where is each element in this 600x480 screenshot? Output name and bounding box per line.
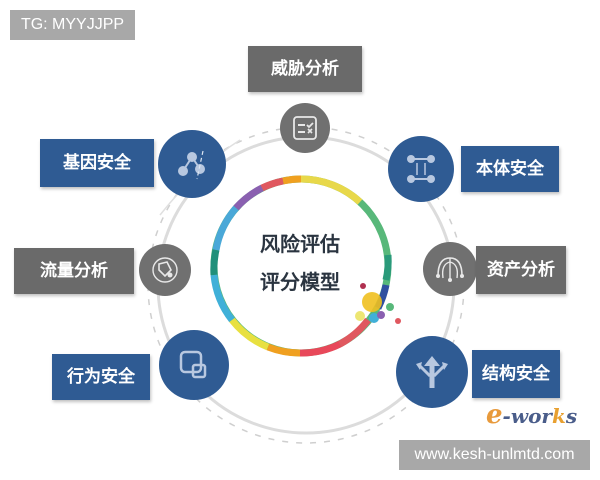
branch-arrows-icon xyxy=(416,356,448,388)
label-ontology-security: 本体安全 xyxy=(461,146,559,192)
node-ontology-security[interactable] xyxy=(388,136,454,202)
label-asset-analysis: 资产分析 xyxy=(476,246,566,294)
network-dome-icon xyxy=(436,257,464,282)
eworks-logo: e-works xyxy=(486,400,578,430)
watermark-top: TG: MYYJJPP xyxy=(10,10,135,40)
node-traffic-analysis[interactable] xyxy=(139,244,191,296)
label-gene-security: 基因安全 xyxy=(40,139,154,187)
node-behavior-security[interactable] xyxy=(159,330,229,400)
decorative-dots xyxy=(355,283,401,324)
node-asset-analysis[interactable] xyxy=(423,242,477,296)
node-structure-security[interactable] xyxy=(396,336,468,408)
colorful-ring xyxy=(210,175,392,357)
watermark-bottom: www.kesh-unlmtd.com xyxy=(399,440,590,470)
label-traffic-analysis: 流量分析 xyxy=(14,248,134,294)
overlap-squares-icon xyxy=(179,350,207,379)
label-structure-security: 结构安全 xyxy=(472,350,560,398)
center-title: 风险评估 评分模型 xyxy=(230,225,370,301)
label-behavior-security: 行为安全 xyxy=(52,354,150,400)
molecule-icon xyxy=(178,150,205,180)
label-threat-analysis: 威胁分析 xyxy=(248,46,362,92)
node-threat-analysis[interactable] xyxy=(280,103,330,153)
traffic-orbit-icon xyxy=(152,257,178,283)
center-title-line1: 风险评估 xyxy=(260,232,340,256)
square-nodes-icon xyxy=(407,155,435,183)
checklist-icon xyxy=(293,116,317,140)
node-gene-security[interactable] xyxy=(158,130,226,198)
center-title-line2: 评分模型 xyxy=(260,270,340,294)
